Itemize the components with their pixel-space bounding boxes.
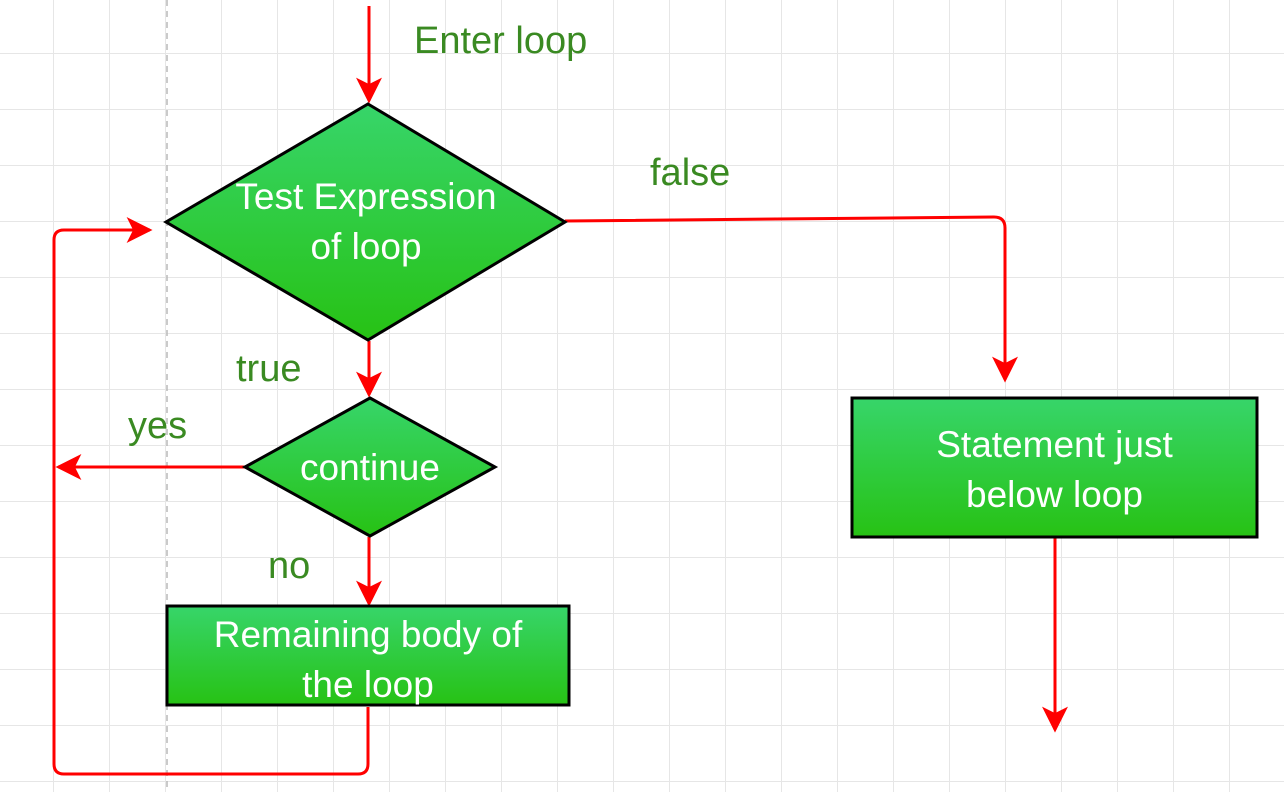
statement-below-line1: Statement just: [936, 424, 1173, 465]
remaining-body-line1: Remaining body of: [213, 614, 523, 655]
statement-below-line2: below loop: [966, 474, 1143, 515]
continue-label: continue: [300, 447, 440, 488]
statement-below-rect: [850, 396, 1259, 539]
no-label: no: [268, 545, 311, 587]
test-expression-text: Test Expression of loop: [186, 174, 546, 270]
statement-below-text: Statement just below loop: [853, 414, 1256, 526]
continue-text: continue: [260, 444, 480, 492]
remaining-body-text: Remaining body of the loop: [168, 606, 568, 714]
edge-loop-back: [52, 217, 370, 776]
test-expression-diamond: [163, 102, 568, 342]
true-label: true: [236, 348, 302, 390]
enter-loop-label: Enter loop: [414, 20, 588, 62]
edge-false: [564, 215, 1018, 383]
remaining-body-line2: the loop: [302, 664, 434, 705]
test-expression-line1: Test Expression: [235, 176, 497, 217]
test-expression-line2: of loop: [310, 226, 422, 267]
yes-label: yes: [128, 405, 188, 447]
remaining-body-rect: [165, 604, 571, 707]
false-label: false: [650, 152, 731, 194]
continue-diamond: [241, 396, 499, 538]
